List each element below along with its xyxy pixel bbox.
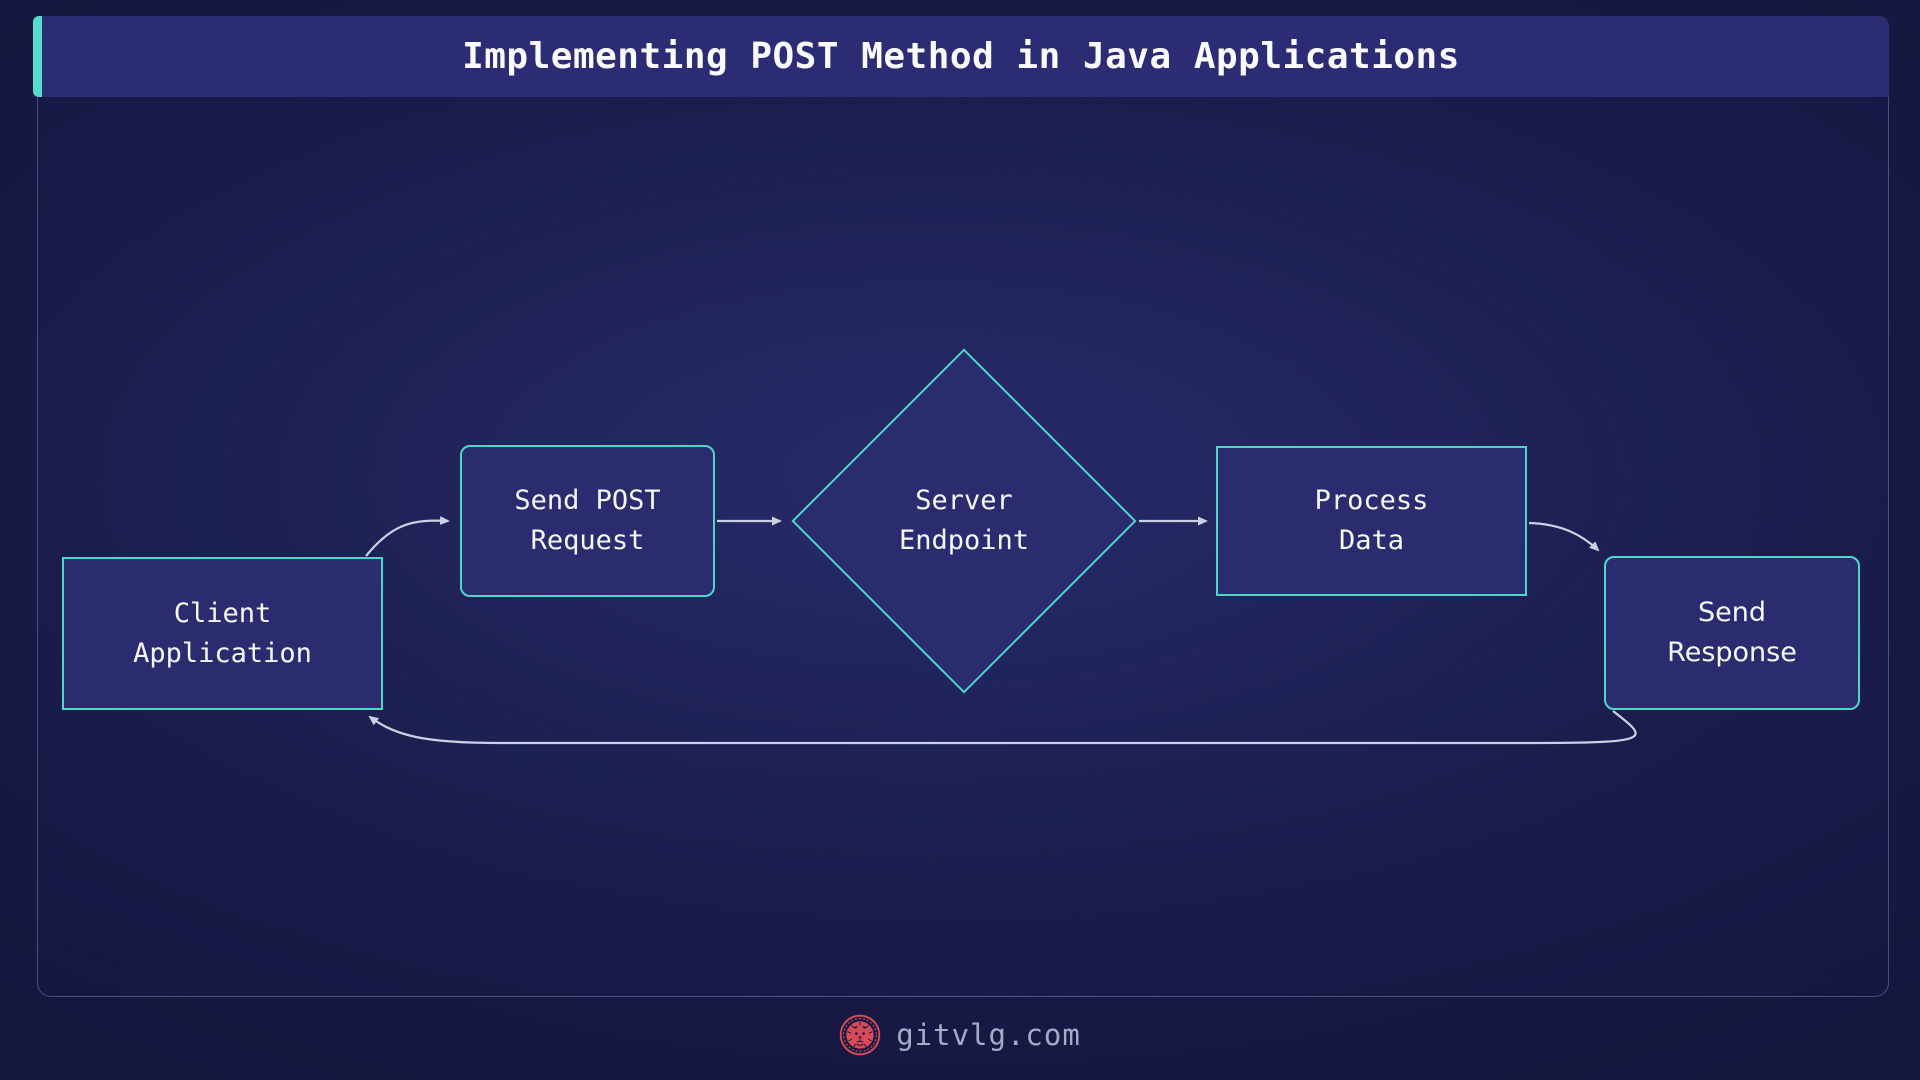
node-server-endpoint-label: Server Endpoint — [898, 485, 1030, 556]
page-title: Implementing POST Method in Java Applica… — [462, 36, 1460, 77]
lion-logo-icon — [839, 1014, 881, 1056]
title-bar: Implementing POST Method in Java Applica… — [33, 16, 1889, 97]
node-process-data: Process Data — [1216, 446, 1527, 596]
footer-site-text: gitvlg.com — [896, 1018, 1081, 1052]
title-bar-accent — [33, 16, 42, 97]
node-send-post-request: Send POST Request — [460, 445, 715, 597]
node-client-application: Client Application — [62, 557, 383, 710]
node-send-response: Send Response — [1604, 556, 1860, 710]
footer: gitvlg.com — [0, 1003, 1920, 1067]
